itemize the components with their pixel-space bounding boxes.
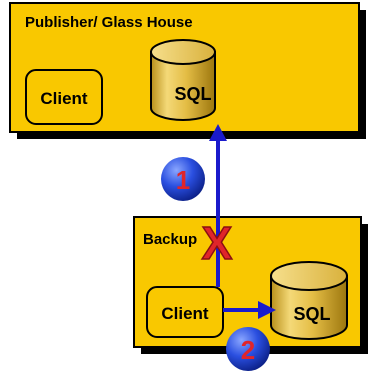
backup-box: Backup Client SQL [133,216,368,354]
backup-sql-cylinder: SQL [270,261,348,340]
step-2-number: 2 [241,335,255,365]
publisher-sql-label: SQL [174,84,211,104]
backup-client-label: Client [161,304,209,323]
step-1-marker: 1 [161,157,205,201]
replication-arrow-up [209,124,227,287]
step-1-number: 1 [176,165,190,195]
publisher-client-box: Client [25,69,103,125]
backup-title: Backup [143,231,197,248]
publisher-box: Publisher/ Glass House Client SQL [9,2,366,139]
publisher-sql-cylinder: SQL [150,39,216,121]
local-arrow-right [223,301,276,319]
publisher-client-label: Client [40,89,88,108]
step-2-marker: 2 [226,327,270,371]
publisher-title: Publisher/ Glass House [25,14,193,31]
backup-sql-label: SQL [293,304,330,324]
backup-client-box: Client [146,286,224,338]
failure-x-marker: X [202,217,233,269]
